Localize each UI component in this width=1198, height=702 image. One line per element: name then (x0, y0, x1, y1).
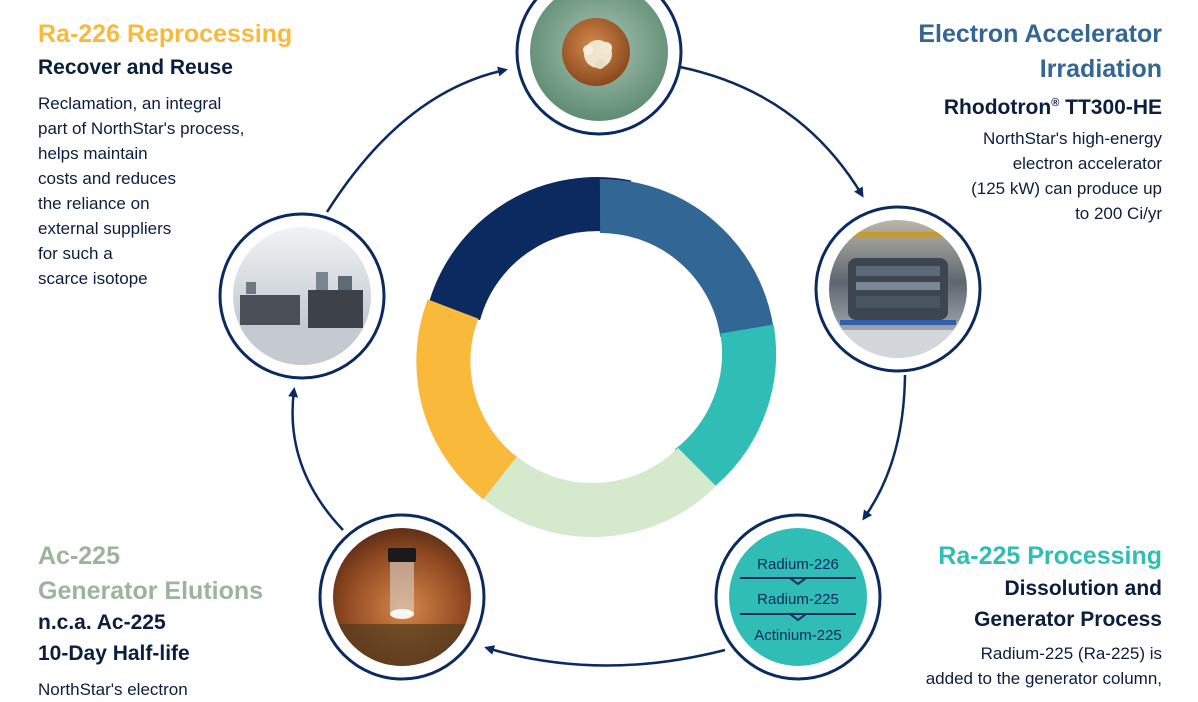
registered-mark: ® (1051, 97, 1060, 109)
accelerator-body: NorthStar's high-energy electron acceler… (971, 129, 1162, 223)
accelerator-title: Electron Accelerator Irradiation (918, 20, 1162, 83)
center-ring (416, 177, 776, 537)
radium-sample-photo (515, 0, 683, 136)
laboratory-photo (218, 212, 386, 380)
decay-chain-radium-226: Radium-226 (757, 556, 839, 573)
ring-segment-yellow (416, 299, 518, 500)
ac225-subtitle: n.c.a. Ac-225 10-Day Half-life (38, 611, 190, 665)
arrow-top-to-right (679, 65, 864, 198)
ra225-body: Radium-225 (Ra-225) is added to the gene… (925, 644, 1162, 688)
ac225-title: Ac-225 Generator Elutions (38, 542, 264, 605)
ring-segment-teal (673, 324, 776, 493)
accelerator-subtitle-model: TT300-HE (1059, 96, 1162, 119)
ra226-body: Reclamation, an integral part of NorthSt… (38, 94, 245, 288)
arrow-right-to-bottom-right (862, 374, 907, 521)
accelerator-subtitle-name: Rhodotron (943, 96, 1052, 119)
ring-segment-pale-green (479, 447, 717, 537)
ra225-subtitle: Dissolution and Generator Process (974, 577, 1162, 631)
ring-segment-navy (427, 177, 632, 321)
rhodotron-accelerator-photo (814, 205, 982, 373)
ra226-subtitle: Recover and Reuse (38, 56, 233, 79)
accelerator-subtitle: Rhodotron® TT300-HE (944, 88, 1162, 123)
arrow-bottom-left-to-left (288, 387, 344, 531)
arrow-left-to-top (325, 66, 508, 213)
ra225-title: Ra-225 Processing (938, 542, 1162, 570)
decay-chain-radium-225: Radium-225 (757, 591, 839, 608)
decay-chain-icon: Radium-226 Radium-225 Actinium-225 (714, 513, 882, 681)
ac225-vial-photo (318, 513, 486, 681)
ra226-title: Ra-226 Reprocessing (38, 20, 293, 48)
ring-segment-steel-blue (599, 178, 774, 338)
ac225-body: NorthStar's electron (38, 680, 188, 699)
arrow-bottom-right-to-bottom-left (484, 645, 726, 667)
decay-chain-actinium-225: Actinium-225 (754, 627, 842, 644)
